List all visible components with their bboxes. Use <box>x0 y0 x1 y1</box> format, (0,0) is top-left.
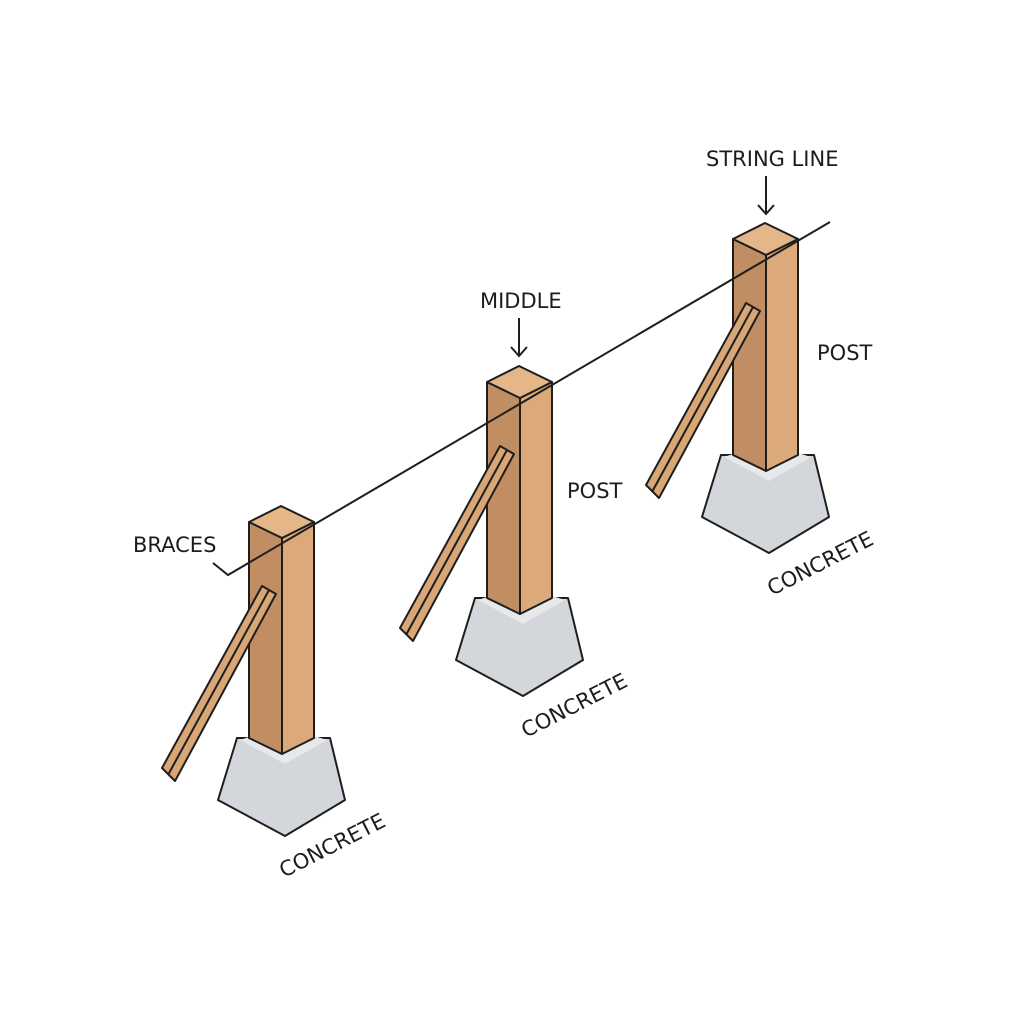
label-post-right: POST <box>817 341 873 365</box>
label-string-line: STRING LINE <box>706 147 838 171</box>
post-right <box>645 222 830 554</box>
post-middle <box>399 365 584 697</box>
label-post-middle: POST <box>567 479 623 503</box>
arrow-head-icon <box>757 204 775 216</box>
label-middle: MIDDLE <box>480 289 562 313</box>
arrow-head-icon <box>510 346 528 358</box>
label-braces: BRACES <box>133 533 216 557</box>
string-line <box>212 221 831 577</box>
